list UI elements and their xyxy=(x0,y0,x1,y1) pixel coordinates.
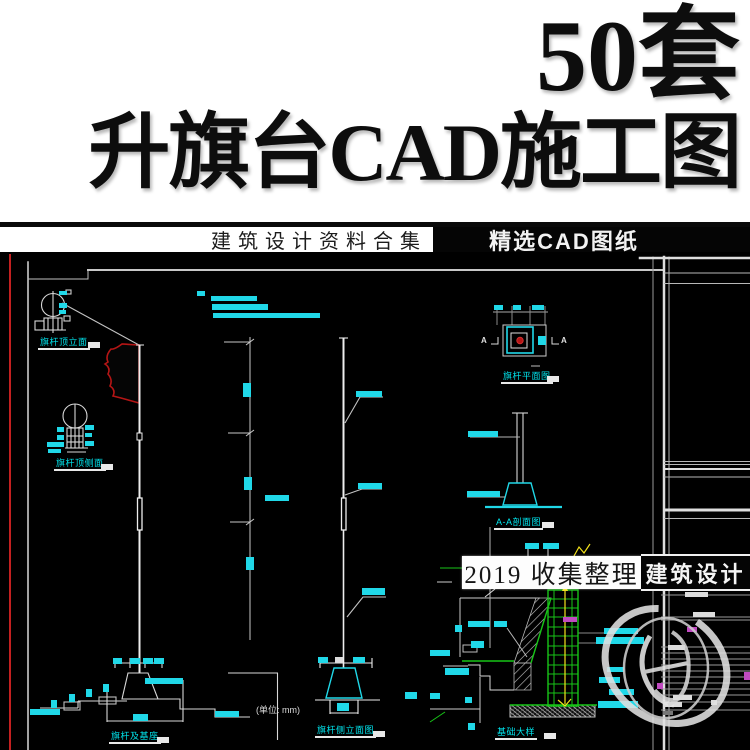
label-foundation: 基础大样 xyxy=(495,727,538,740)
year-badge: 2019 收集整理 xyxy=(462,556,641,589)
title-block-rules xyxy=(664,272,750,519)
flag xyxy=(103,343,140,405)
label-plan-box xyxy=(547,376,559,382)
cad-linework xyxy=(9,254,750,750)
label-finial-front-box xyxy=(88,342,100,348)
foundation-detail xyxy=(405,527,644,730)
label-foundation-box xyxy=(544,733,556,739)
plan-view-detail xyxy=(491,305,559,367)
drawing-frame xyxy=(9,254,750,750)
banner-divider xyxy=(0,222,750,227)
dimension-chain xyxy=(224,337,289,640)
section-marker-a-right: A xyxy=(561,336,567,345)
section-marker-a-left: A xyxy=(481,336,487,345)
watermark-stamp xyxy=(601,605,731,727)
cad-drawing-area: 旗杆顶立面 旗杆顶侧面 旗杆平面图 A-A剖面图 旗杆及基座 旗杆侧立面图 基础… xyxy=(0,252,750,750)
title-main: 升旗台CAD施工图 xyxy=(88,107,742,198)
banner-right-label: 精选CAD图纸 xyxy=(433,227,750,254)
label-finial-side-box xyxy=(101,464,113,470)
notes-text-bars xyxy=(197,291,320,318)
banner-left-label: 建筑设计资料合集 xyxy=(211,231,427,253)
label-finial-side: 旗杆顶侧面 xyxy=(54,458,106,471)
side-flagpole xyxy=(315,337,386,714)
section-aa-detail xyxy=(467,412,562,509)
label-pole-base-box xyxy=(157,737,169,743)
label-section-aa: A-A剖面图 xyxy=(494,517,544,530)
label-finial-front: 旗杆顶立面 xyxy=(38,337,90,350)
finial-front-detail xyxy=(34,289,140,346)
finial-side-detail xyxy=(47,403,94,453)
brand-badge: 建筑设计 xyxy=(641,554,750,591)
main-flagpole xyxy=(136,344,144,673)
label-pole-side-box xyxy=(373,731,385,737)
banner-row: 建筑设计资料合集 精选CAD图纸 xyxy=(0,227,750,254)
label-pole-side: 旗杆侧立面图 xyxy=(315,725,377,738)
rebar-cage xyxy=(429,567,597,723)
unit-note: (单位: mm) xyxy=(256,705,300,715)
title-area: 50套 升旗台CAD施工图 xyxy=(0,0,750,222)
label-section-aa-box xyxy=(542,522,554,528)
title-count: 50套 xyxy=(536,0,740,113)
highlight-marks xyxy=(557,543,591,707)
main-pole-base xyxy=(30,658,279,740)
label-pole-base: 旗杆及基座 xyxy=(109,731,161,744)
label-plan: 旗杆平面图 xyxy=(501,371,553,384)
